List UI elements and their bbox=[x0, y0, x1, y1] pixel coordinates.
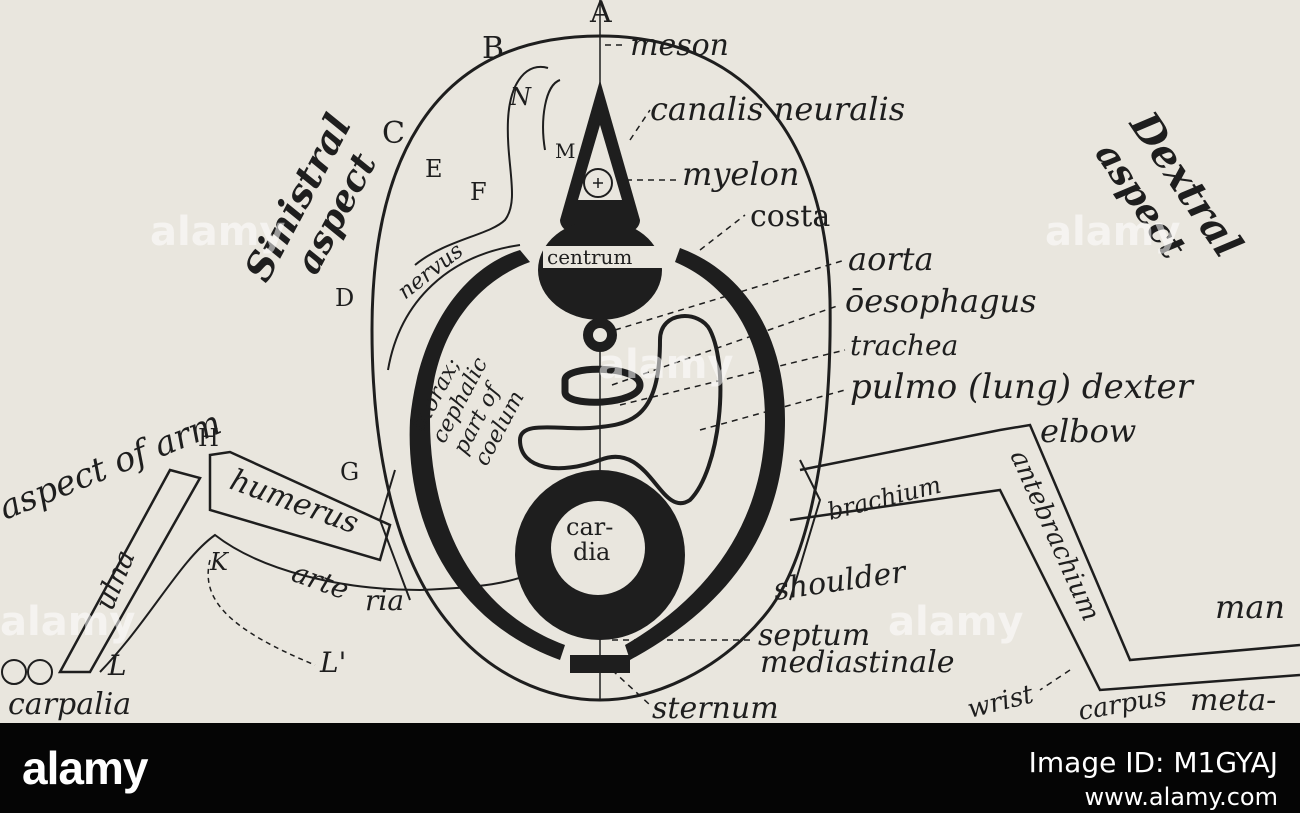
label-C: C bbox=[382, 116, 405, 151]
cross-section-diagram: A B C D E F G H K L L' M N meson canalis… bbox=[0, 0, 1300, 723]
leader-wrist bbox=[1039, 669, 1071, 691]
watermark-4: alamy bbox=[0, 599, 135, 645]
label-K: K bbox=[209, 548, 230, 576]
shoulder-left bbox=[378, 469, 411, 601]
arteria-vessel bbox=[99, 533, 546, 673]
label-costa: costa bbox=[750, 199, 830, 234]
leader-canalis bbox=[629, 109, 651, 141]
carpal-1 bbox=[1, 659, 27, 685]
watermark-1: alamy bbox=[150, 209, 285, 255]
label-E: E bbox=[425, 155, 443, 183]
label-H: H bbox=[198, 424, 219, 452]
label-centrum: centrum bbox=[547, 245, 632, 269]
watermark-2: alamy bbox=[1045, 209, 1180, 255]
carpal-2 bbox=[27, 659, 53, 685]
anatomical-cross-section-figure: A B C D E F G H K L L' M N meson canalis… bbox=[0, 0, 1300, 723]
label-cardia-1: car- bbox=[566, 513, 613, 541]
dotted-arm-line bbox=[207, 559, 316, 666]
dextral-arm bbox=[789, 423, 1300, 692]
label-arteria-2: ria bbox=[365, 584, 404, 617]
aorta-lumen bbox=[593, 328, 607, 342]
shoulder-right bbox=[789, 459, 822, 601]
site-url[interactable]: www.alamy.com bbox=[1084, 783, 1278, 811]
label-sternum: sternum bbox=[652, 691, 779, 723]
sternum-block bbox=[570, 655, 630, 673]
watermark-3: alamy bbox=[598, 342, 733, 388]
label-L: L bbox=[107, 649, 127, 682]
label-arteria-1: arte bbox=[288, 556, 354, 607]
label-meson: meson bbox=[630, 28, 729, 63]
limb-bud bbox=[414, 65, 549, 266]
leader-pulmo bbox=[699, 389, 846, 431]
label-trachea: trachea bbox=[850, 329, 958, 362]
image-id: Image ID: M1GYAJ bbox=[1028, 746, 1278, 779]
label-N: N bbox=[509, 83, 532, 111]
label-carpalia: carpalia bbox=[8, 687, 131, 722]
centrum-label-box bbox=[543, 246, 663, 268]
label-wrist: wrist bbox=[964, 679, 1037, 723]
sinistral-arm-ulna bbox=[57, 468, 202, 674]
sinistral-arm-upper bbox=[208, 450, 392, 562]
label-M: M bbox=[555, 139, 575, 163]
leader-sternum bbox=[611, 669, 651, 706]
limb-bud-inner bbox=[542, 79, 561, 151]
myelon-cross bbox=[593, 178, 603, 188]
lung-loop bbox=[517, 314, 723, 506]
label-G: G bbox=[340, 458, 359, 486]
leader-trachea bbox=[619, 349, 846, 406]
leader-aorta bbox=[614, 259, 846, 331]
label-myelon: myelon bbox=[682, 155, 799, 193]
trachea-loop bbox=[561, 365, 644, 406]
alamy-logo[interactable]: alamy bbox=[22, 742, 148, 794]
cardia-lumen bbox=[551, 501, 645, 595]
label-oesophagus: ōesophagus bbox=[845, 282, 1037, 320]
label-pulmo: pulmo (lung) dexter bbox=[850, 367, 1195, 407]
label-D: D bbox=[335, 284, 354, 312]
leader-costa bbox=[699, 214, 746, 251]
label-B: B bbox=[482, 31, 504, 66]
label-aspect-of-arm: aspect of arm bbox=[0, 403, 227, 528]
sinistral-aspect-label: Sinistral aspect bbox=[235, 107, 385, 289]
label-brachium: brachium bbox=[825, 471, 944, 526]
leader-oesophagus bbox=[611, 304, 841, 386]
label-F: F bbox=[470, 178, 487, 206]
stock-footer-bar: alamy Image ID: M1GYAJ www.alamy.com bbox=[0, 723, 1300, 813]
label-elbow: elbow bbox=[1040, 412, 1136, 450]
dextral-aspect-label: Dextral aspect bbox=[1087, 102, 1252, 266]
label-manus: man bbox=[1215, 588, 1285, 626]
label-canalis-neuralis: canalis neuralis bbox=[650, 90, 905, 128]
label-septum: septum bbox=[758, 618, 870, 653]
watermark-5: alamy bbox=[888, 599, 1023, 645]
left-body-wall bbox=[409, 250, 565, 660]
label-meta: meta- bbox=[1190, 683, 1276, 718]
label-L-prime: L' bbox=[319, 646, 346, 679]
label-cardia-2: dia bbox=[573, 538, 610, 566]
label-A: A bbox=[589, 0, 612, 30]
centrum-body bbox=[538, 220, 662, 320]
right-body-wall bbox=[625, 248, 785, 660]
label-mediastinale: mediastinale bbox=[760, 645, 955, 680]
label-aorta: aorta bbox=[848, 240, 934, 278]
